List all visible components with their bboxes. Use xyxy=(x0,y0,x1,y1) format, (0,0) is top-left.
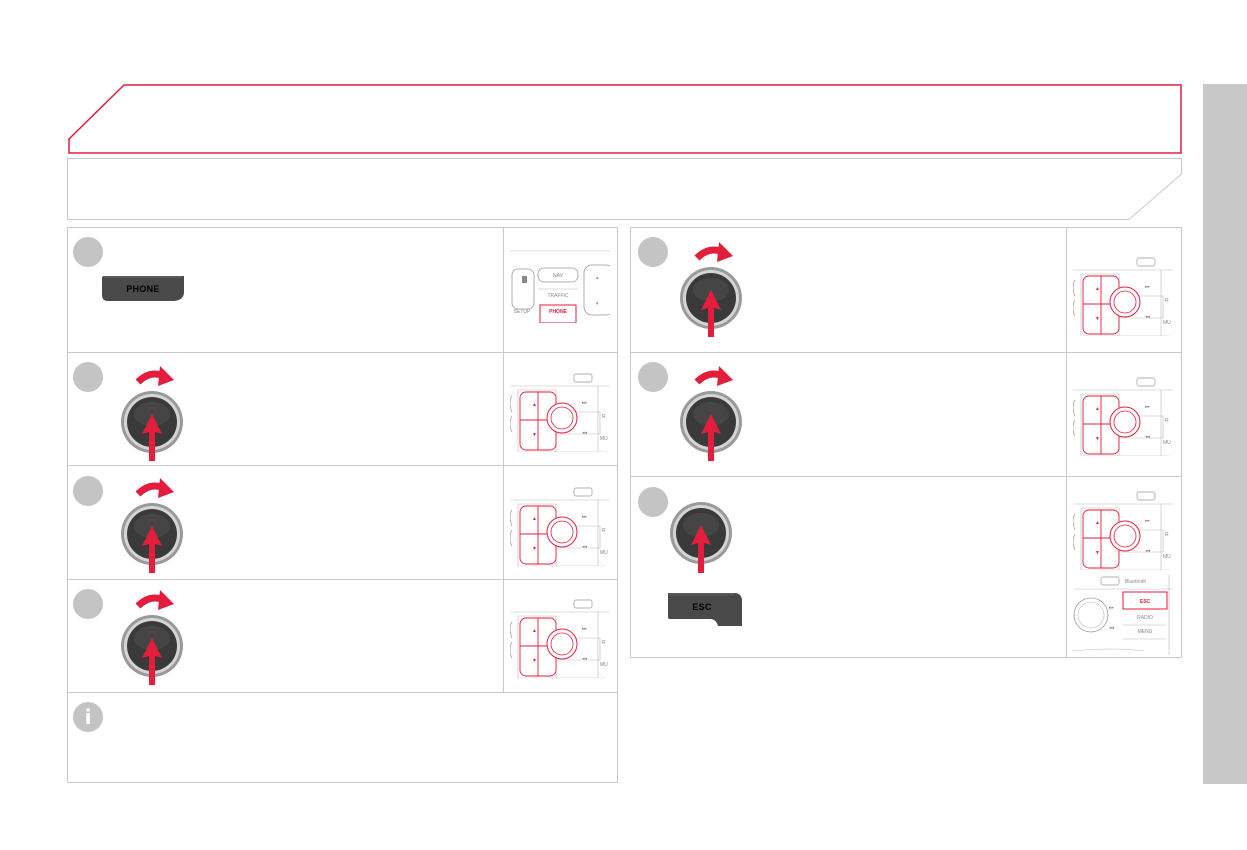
rotary-knob-icon[interactable] xyxy=(679,242,743,337)
thumbnail-divider xyxy=(503,227,504,692)
thumb-radio-label: RADIO xyxy=(1137,615,1153,621)
press-knob-icon[interactable] xyxy=(669,493,735,573)
thumb-menu-label: MENU xyxy=(1138,629,1153,635)
row-divider xyxy=(67,465,618,466)
thumb-pad-label: R xyxy=(602,640,606,646)
thumb-pad-label: ◂◂ xyxy=(582,544,588,550)
rotate-arrow-icon xyxy=(717,242,733,262)
phone-button[interactable]: PHONE xyxy=(102,276,184,302)
info-glyph: i xyxy=(84,705,92,729)
thumb-pad-label: ▼ xyxy=(532,658,537,664)
thumb-down-arrow: ▾ xyxy=(596,301,599,307)
rotary-knob-icon[interactable] xyxy=(120,590,184,685)
step-badge xyxy=(638,487,668,517)
thumb-pad-label: ◂◂ xyxy=(1145,434,1151,440)
thumb-pad-label: ▸▸ xyxy=(1145,404,1151,410)
press-arrow-icon xyxy=(142,638,162,685)
press-arrow-icon xyxy=(701,414,721,461)
row-divider xyxy=(630,352,1182,353)
thumb-pad-label: ▸▸ xyxy=(582,400,588,406)
step-badge xyxy=(73,589,103,619)
info-icon: i xyxy=(73,702,103,732)
rotate-arrow-icon xyxy=(717,366,733,386)
thumb-pad-label: MU xyxy=(1163,320,1171,326)
esc-panel-thumbnail: Bluetooth ▸▸ ◂◂ ESC RADIO MENU xyxy=(1073,575,1173,655)
rotary-knob-icon[interactable] xyxy=(120,366,184,461)
thumb-fwd: ▸▸ xyxy=(1109,605,1115,611)
step-badge xyxy=(73,237,103,267)
control-pad-thumbnail: ▲ ▼ ▸▸ ◂◂ R MU xyxy=(1072,256,1173,337)
thumb-pad-label: ▸▸ xyxy=(1145,518,1151,524)
control-pad-thumbnail: ▲ ▼ ▸▸ ◂◂ R MU xyxy=(509,486,610,567)
thumb-pad-label: R xyxy=(1165,418,1169,424)
step-badge xyxy=(73,476,103,506)
thumb-traffic-label: TRAFFIC xyxy=(547,293,568,299)
thumb-pad-label: ▼ xyxy=(1095,436,1100,442)
thumb-pad-label: ▲ xyxy=(1095,520,1100,526)
step-badge xyxy=(73,362,103,392)
thumb-pad-label: ◂◂ xyxy=(582,430,588,436)
press-arrow-icon xyxy=(691,525,711,573)
thumb-pad-label: ▸▸ xyxy=(582,514,588,520)
thumb-pad-label: ▲ xyxy=(532,628,537,634)
thumb-pad-label: ▲ xyxy=(532,516,537,522)
rotary-knob-icon[interactable] xyxy=(679,366,743,461)
press-arrow-icon xyxy=(701,290,721,337)
control-pad-thumbnail: ▲ ▼ ▸▸ ◂◂ R MU xyxy=(1072,490,1173,571)
step-badge xyxy=(638,362,668,392)
step-badge xyxy=(638,237,668,267)
thumb-pad-label: MU xyxy=(1163,440,1171,446)
press-arrow-icon xyxy=(142,526,162,573)
thumb-pad-label: ▸▸ xyxy=(1145,284,1151,290)
subtitle-box xyxy=(67,158,1182,220)
thumb-pad-label: ▲ xyxy=(1095,406,1100,412)
thumb-pad-label: ▲ xyxy=(1095,286,1100,292)
rotate-arrow-icon xyxy=(158,366,174,386)
thumb-pad-label: ▼ xyxy=(1095,316,1100,322)
thumb-pad-label: ▼ xyxy=(1095,550,1100,556)
thumb-pad-label: ◂◂ xyxy=(1145,548,1151,554)
thumb-pad-label: R xyxy=(1165,532,1169,538)
thumb-pad-label: ◂◂ xyxy=(582,656,588,662)
row-divider xyxy=(67,579,618,580)
esc-button[interactable]: ESC xyxy=(668,593,742,627)
row-divider xyxy=(67,352,618,353)
thumb-pad-label: MU xyxy=(600,662,608,668)
thumb-pad-label: MU xyxy=(1163,554,1171,560)
row-divider xyxy=(67,692,618,693)
thumb-pad-label: ▸▸ xyxy=(582,626,588,632)
control-pad-thumbnail: ▲ ▼ ▸▸ ◂◂ R MU xyxy=(509,598,610,679)
thumbnail-divider xyxy=(1066,227,1067,658)
title-banner xyxy=(68,84,1182,154)
chapter-side-tab xyxy=(1203,84,1247,784)
thumb-pad-label: MU xyxy=(600,436,608,442)
thumb-setup-label: SETUP xyxy=(514,309,531,315)
row-divider xyxy=(630,476,1182,477)
control-pad-thumbnail: ▲ ▼ ▸▸ ◂◂ R MU xyxy=(509,372,610,453)
thumb-pad-label: ▼ xyxy=(532,546,537,552)
rotate-arrow-icon xyxy=(158,478,174,498)
phone-button-label: PHONE xyxy=(126,284,160,294)
rotate-arrow-icon xyxy=(158,590,174,610)
thumb-pad-label: R xyxy=(1165,298,1169,304)
control-pad-thumbnail: ▲ ▼ ▸▸ ◂◂ R MU xyxy=(1072,376,1173,457)
press-arrow-icon xyxy=(142,414,162,461)
thumb-pad-label: ◂◂ xyxy=(1145,314,1151,320)
thumb-pad-label: R xyxy=(602,414,606,420)
thumb-rew: ◂◂ xyxy=(1109,625,1115,631)
thumb-up-arrow: ▴ xyxy=(596,275,599,281)
thumb-pad-label: R xyxy=(602,528,606,534)
esc-button-label: ESC xyxy=(692,602,712,612)
thumb-pad-label: ▼ xyxy=(532,432,537,438)
thumb-esc-label: ESC xyxy=(1140,599,1151,605)
thumb-nav-label: NAV xyxy=(553,273,564,279)
thumb-pad-label: MU xyxy=(600,550,608,556)
thumb-phone-label: PHONE xyxy=(549,309,567,315)
phone-panel-thumbnail: NAV TRAFFIC PHONE SETUP ▴ ▾ xyxy=(510,250,610,323)
thumb-pad-label: ▲ xyxy=(532,402,537,408)
thumb-bluetooth-label: Bluetooth xyxy=(1125,579,1146,585)
rotary-knob-icon[interactable] xyxy=(120,478,184,573)
